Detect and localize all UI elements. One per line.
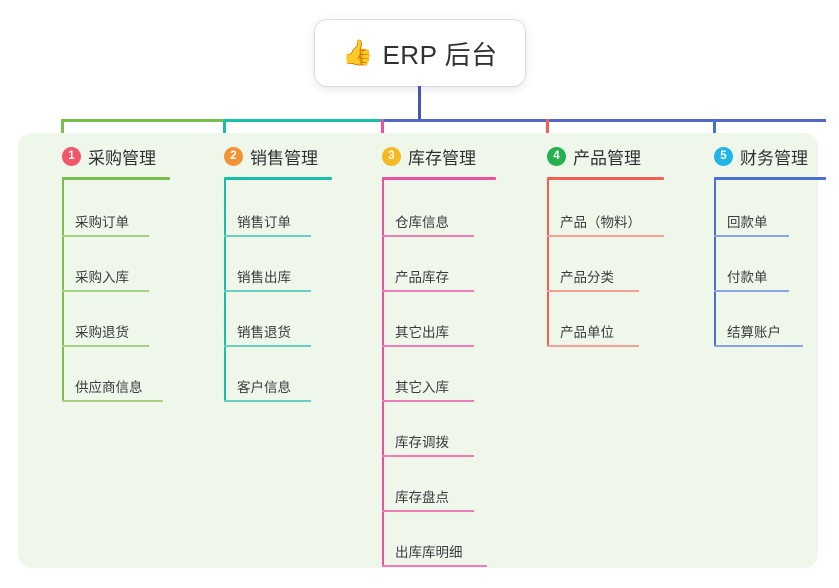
column-1: 1 采购管理采购订单采购入库采购退货供应商信息: [40, 144, 170, 402]
leaf-item[interactable]: 付款单: [714, 237, 789, 292]
leaf-item-rule: [224, 235, 311, 237]
leaf-item[interactable]: 产品分类: [547, 237, 639, 292]
column-header-3[interactable]: 3 库存管理: [360, 144, 476, 168]
column-4: 4 产品管理产品（物料） 产品分类产品单位: [525, 144, 664, 347]
column-title-4: 产品管理: [573, 148, 641, 168]
column-3: 3 库存管理仓库信息产品库存其它出库其它入库库存调拨库存盘点出库库明细: [360, 144, 496, 567]
column-rule-2: [224, 177, 332, 180]
leaf-item-rule: [62, 400, 163, 402]
leaf-item[interactable]: 结算账户: [714, 292, 803, 347]
bus-segment-1: [62, 119, 224, 122]
leaf-item-label: 客户信息: [237, 380, 291, 395]
thumbs-up-icon: 👍: [342, 38, 374, 67]
leaf-item-rule: [382, 400, 474, 402]
leaf-item[interactable]: 供应商信息: [62, 347, 163, 402]
leaf-item[interactable]: 仓库信息: [382, 182, 474, 237]
column-header-1[interactable]: 1 采购管理: [40, 144, 156, 168]
leaf-item-label: 仓库信息: [395, 215, 449, 230]
root-node-title: ERP 后台: [382, 39, 498, 70]
column-badge-4: 4: [547, 146, 566, 166]
column-5: 5 财务管理回款单付款单结算账户: [692, 144, 826, 347]
leaf-item-label: 付款单: [727, 270, 768, 285]
branches-panel: [18, 133, 818, 568]
column-title-5: 财务管理: [740, 148, 808, 168]
leaf-item[interactable]: 回款单: [714, 182, 789, 237]
column-badge-5: 5: [714, 146, 733, 166]
column-header-5[interactable]: 5 财务管理: [692, 144, 808, 168]
leaf-item-rule: [714, 345, 803, 347]
leaf-item[interactable]: 客户信息: [224, 347, 311, 402]
column-rule-5: [714, 177, 826, 180]
leaf-item-label: 回款单: [727, 215, 768, 230]
leaf-item-rule: [224, 400, 311, 402]
leaf-item-label: 产品分类: [560, 270, 614, 285]
column-title-2: 销售管理: [250, 148, 318, 168]
leaf-item[interactable]: 库存调拨: [382, 402, 474, 457]
leaf-item-label: 其它出库: [395, 325, 449, 340]
leaf-item-label: 销售订单: [237, 215, 291, 230]
column-2: 2 销售管理销售订单销售出库销售退货客户信息: [202, 144, 332, 402]
leaf-item[interactable]: 产品（物料）: [547, 182, 664, 237]
leaf-item-label: 出库库明细: [395, 545, 463, 560]
column-rule-3: [382, 177, 496, 180]
leaf-item-label: 结算账户: [727, 325, 781, 340]
leaf-item-label: 销售出库: [237, 270, 291, 285]
leaf-item-rule: [224, 290, 311, 292]
leaf-item-rule: [62, 235, 149, 237]
leaf-item[interactable]: 产品单位: [547, 292, 639, 347]
leaf-item[interactable]: 销售退货: [224, 292, 311, 347]
column-title-1: 采购管理: [88, 148, 156, 168]
column-badge-3: 3: [382, 146, 401, 166]
leaf-item-rule: [714, 235, 789, 237]
leaf-item-label: 产品单位: [560, 325, 614, 340]
leaf-item[interactable]: 产品库存: [382, 237, 474, 292]
leaf-item-label: 采购订单: [75, 215, 129, 230]
root-node-card[interactable]: 👍 ERP 后台: [315, 20, 525, 86]
leaf-item-rule: [382, 290, 474, 292]
leaf-item[interactable]: 库存盘点: [382, 457, 474, 512]
leaf-item-rule: [382, 235, 474, 237]
leaf-item-rule: [382, 510, 474, 512]
column-rule-1: [62, 177, 170, 180]
leaf-item[interactable]: 采购入库: [62, 237, 149, 292]
column-badge-1: 1: [62, 146, 81, 166]
leaf-item-rule: [547, 290, 639, 292]
leaf-item-label: 库存盘点: [395, 490, 449, 505]
column-badge-2: 2: [224, 146, 243, 166]
column-header-4[interactable]: 4 产品管理: [525, 144, 641, 168]
leaf-item-label: 采购入库: [75, 270, 129, 285]
leaf-item-label: 产品（物料）: [560, 215, 641, 230]
column-header-2[interactable]: 2 销售管理: [202, 144, 318, 168]
leaf-item-label: 产品库存: [395, 270, 449, 285]
leaf-item-label: 其它入库: [395, 380, 449, 395]
leaf-item[interactable]: 出库库明细: [382, 512, 487, 567]
leaf-item-rule: [547, 345, 639, 347]
leaf-item-rule: [62, 345, 149, 347]
leaf-item-rule: [714, 290, 789, 292]
leaf-item[interactable]: 销售订单: [224, 182, 311, 237]
leaf-item[interactable]: 采购订单: [62, 182, 149, 237]
column-spine-3: [382, 179, 384, 567]
column-rule-4: [547, 177, 664, 180]
leaf-item[interactable]: 其它入库: [382, 347, 474, 402]
leaf-item-rule: [224, 345, 311, 347]
leaf-item[interactable]: 其它出库: [382, 292, 474, 347]
column-spine-5: [714, 179, 716, 347]
root-stem-line: [417, 86, 421, 122]
bus-segment-3: [382, 119, 826, 122]
leaf-item-label: 采购退货: [75, 325, 129, 340]
leaf-item-label: 库存调拨: [395, 435, 449, 450]
leaf-item-rule: [382, 345, 474, 347]
bus-segment-2: [224, 119, 382, 122]
leaf-item-rule: [382, 455, 474, 457]
leaf-item-label: 销售退货: [237, 325, 291, 340]
leaf-item[interactable]: 采购退货: [62, 292, 149, 347]
column-title-3: 库存管理: [408, 148, 476, 168]
leaf-item[interactable]: 销售出库: [224, 237, 311, 292]
leaf-item-rule: [547, 235, 664, 237]
leaf-item-rule: [62, 290, 149, 292]
column-spine-4: [547, 179, 549, 347]
leaf-item-rule: [382, 565, 487, 567]
leaf-item-label: 供应商信息: [75, 380, 143, 395]
